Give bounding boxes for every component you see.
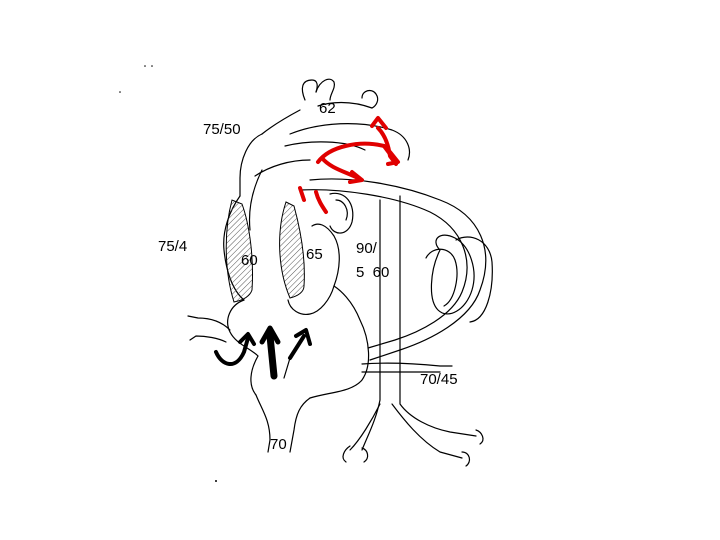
label-62: 62 bbox=[319, 100, 336, 117]
label-60: 60 bbox=[241, 252, 258, 269]
hatched-vessels bbox=[226, 200, 304, 302]
label-90: 90/ bbox=[356, 240, 378, 257]
label-65: 65 bbox=[306, 246, 323, 263]
black-flow-arrows bbox=[216, 328, 310, 378]
hatched-vessel-middle bbox=[280, 202, 305, 298]
label-75-4: 75/4 bbox=[158, 238, 187, 255]
label-5-60: 5 60 bbox=[356, 264, 389, 281]
hatched-vessel-left bbox=[226, 200, 252, 302]
label-70-45: 70/45 bbox=[420, 371, 458, 388]
label-75-50: 75/50 bbox=[203, 121, 241, 138]
label-70: 70 bbox=[270, 436, 287, 453]
